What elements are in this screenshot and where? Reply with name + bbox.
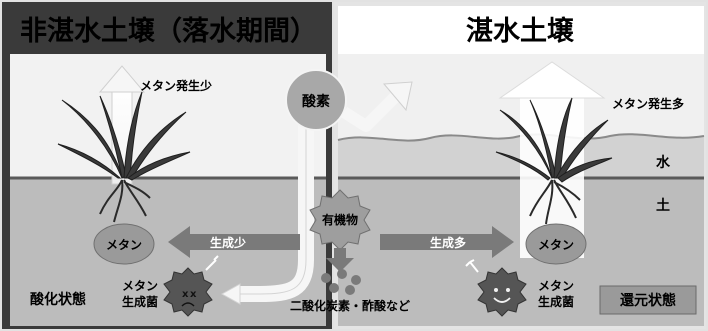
left-state-label: 酸化状態 [30, 291, 86, 308]
oxygen-flow [220, 120, 314, 305]
decomposition-label: 二酸化炭素・酢酸など [290, 298, 410, 313]
right-title: 湛水土壌 [466, 16, 575, 47]
right-production-arrow [380, 226, 514, 258]
left-methanogen-icon: x x [163, 255, 219, 317]
oxygen-bubble [285, 69, 347, 131]
organic-matter-label: 有機物 [322, 212, 358, 227]
right-state-label: 還元状態 [620, 292, 676, 309]
decomposition-arrow [326, 248, 354, 272]
right-methane-emission-label: メタン発生多 [612, 96, 684, 111]
svg-text:x: x [182, 289, 189, 300]
oxygen-label: 酸素 [302, 93, 330, 110]
right-methanogen-icon [465, 259, 527, 317]
left-panel [2, 2, 332, 329]
left-rice-plant [57, 91, 191, 223]
left-methane-emission-label: メタン発生少 [140, 78, 212, 93]
left-production-arrow [168, 226, 300, 258]
right-methane-label: メタン [538, 238, 574, 252]
svg-text:x: x [190, 289, 197, 300]
left-title: 非湛水土壌（落水期間） [20, 16, 317, 47]
oxygen-escape-arrow [340, 81, 413, 132]
right-bacteria-label-line1: メタン [538, 279, 574, 293]
left-bacteria-label-line2: 生成菌 [122, 294, 158, 309]
left-methane-bubble [93, 223, 155, 265]
right-methane-bubble [525, 223, 587, 265]
decomposition-dots [321, 269, 361, 295]
right-bacteria-label-line2: 生成菌 [538, 294, 574, 309]
right-state-box [599, 285, 697, 315]
right-production-label: 生成多 [430, 235, 466, 250]
left-production-label: 生成少 [210, 235, 246, 250]
soil-label: 土 [656, 197, 670, 214]
right-rice-plant [495, 97, 613, 225]
water-label: 水 [656, 154, 671, 171]
left-bacteria-label-line1: メタン [122, 279, 158, 293]
left-methane-label: メタン [106, 238, 142, 252]
